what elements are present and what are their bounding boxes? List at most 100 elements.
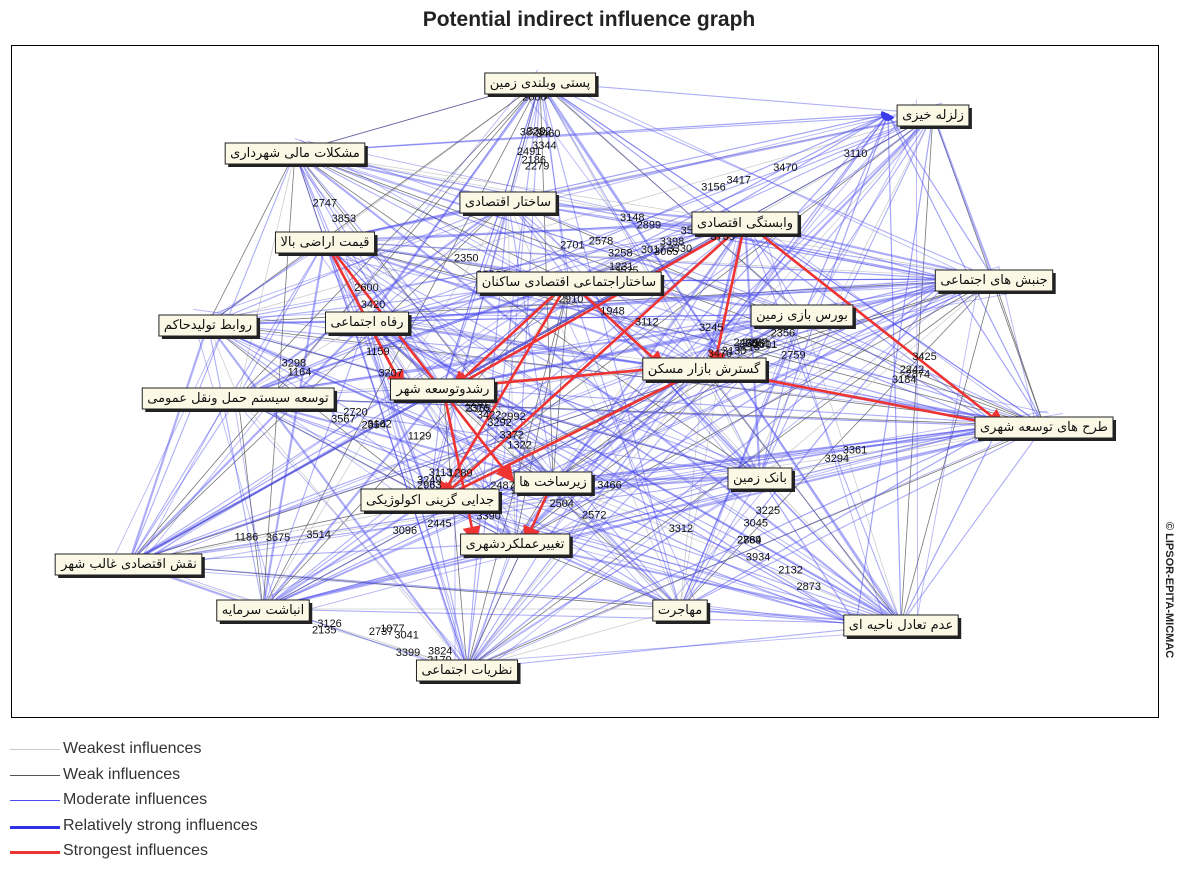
node-label: رفاه اجتماعی [330,315,403,330]
edge-moderate [568,280,1045,427]
edge-weakest [294,151,995,280]
edge-moderate [331,219,739,244]
edge-value-label: 3399 [396,647,420,659]
edge-value-label: 3330 [668,243,692,255]
edge-weak [207,151,296,325]
edge-relatively-strong [128,387,444,564]
edge-moderate [466,542,516,670]
edge-moderate [323,230,682,620]
node-box [415,659,519,682]
edge-value-label: 3041 [394,629,418,641]
edge-moderate [207,200,509,325]
edge-weak [207,81,541,325]
edge-moderate [324,240,902,625]
edge-moderate [236,214,747,405]
edge-moderate [466,422,1045,673]
node-label: تغییرعملکردشهری [466,537,565,552]
edge-moderate [539,73,995,288]
edge-moderate [188,202,528,323]
edge-weakest [679,113,934,610]
edge-moderate [429,313,803,500]
node-box [141,387,335,410]
edge-value-label: 3130 [722,345,746,357]
edge-value-label: 3312 [669,523,693,535]
edge-value-label: 2376 [465,403,489,415]
influence-graph: 3007289938533823371935513425333023563113… [11,45,1159,718]
edge-strongest [438,221,746,501]
side-caption: © LIPSOR-EPITA-MICMAC [1161,522,1175,722]
node-moshkelat: مشکلات مالی شهرداری [224,142,368,167]
edge-value-label: 3112 [635,317,659,329]
edge-moderate [262,480,554,610]
node-box [896,104,970,127]
edge-value-label: 1231 [609,261,633,273]
edge-moderate [442,387,516,544]
edge-moderate [128,476,761,564]
edge-weak [900,278,995,625]
edge-relatively-strong [127,323,210,564]
edge-value-label: 2992 [501,411,525,423]
edge-value-label: 3245 [699,322,723,334]
edge-moderate [207,323,264,610]
edge-value-label: 2504 [549,498,573,510]
node-adam: عدم تعادل ناحیه ای [843,614,962,639]
edge-moderate [759,313,803,478]
edge-value-label: 2600 [354,282,378,294]
edge-relatively-strong [207,323,468,670]
edge-moderate [294,110,889,153]
edge-moderate [539,81,570,282]
edge-moderate [207,313,803,325]
edge-value-label: 2578 [589,235,613,247]
node-nazariyat: نظریات اجتماعی [415,659,521,684]
edge-moderate [262,221,746,610]
edge-value-label: 1164 [288,367,312,379]
edge-moderate [552,113,934,482]
edge-moderate [429,498,857,626]
edge-moderate [234,408,267,598]
node-box [324,311,410,334]
edge-moderate [498,102,943,213]
edge-weak [514,280,570,544]
edge-value-label: 2899 [637,220,661,232]
edge-moderate [466,278,950,670]
edge-moderate [552,278,995,482]
edge-moderate [262,278,995,610]
edge-weak [128,200,509,564]
node-jonbesh: جنبش های اجتماعی [934,269,1056,294]
edge-value-label: 3344 [532,140,556,152]
edge-moderate [759,476,902,625]
edge-value-label: 3853 [332,213,356,225]
edge-moderate [237,240,326,398]
edge-moderate [529,273,980,549]
legend-swatch-relatively-strong [10,825,60,829]
edge-strongest [441,387,481,545]
edge-moderate [144,391,428,560]
edge-moderate [466,81,541,670]
edge-value-label: 2873 [797,581,821,593]
edge-value-label: 2445 [427,518,451,530]
edge-moderate [324,240,950,283]
edge-moderate [526,96,718,354]
edge-value-label: 3361 [843,445,867,457]
edge-moderate [703,113,889,369]
edge-value-label: 3298 [282,357,306,369]
edge-value-label: 3294 [825,453,849,465]
edge-weak [366,320,681,610]
edge-value-label: 2737 [369,626,393,638]
edge-value-label: 2720 [343,407,367,419]
node-label: قیمت اراضی بالا [280,235,369,250]
node-box [224,142,366,165]
edge-moderate [120,566,689,606]
edge-relatively-strong [237,220,746,399]
edge-weakest [507,200,681,610]
edge-weak [262,151,296,610]
node-label: نقش اقتصادی غالب شهر [60,557,197,572]
node-box [54,553,203,576]
edge-weak [703,367,902,625]
edge-moderate [262,278,950,610]
edge-moderate [294,151,444,389]
edge-strongest [451,220,746,390]
edge-moderate [140,400,227,560]
edge-weakest [262,200,509,610]
legend-swatch-weak [10,774,60,776]
